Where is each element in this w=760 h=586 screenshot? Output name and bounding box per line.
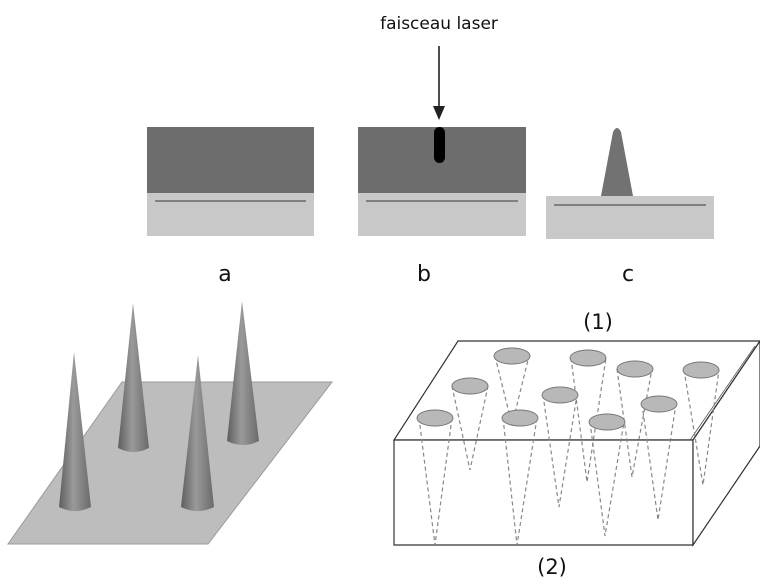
block-side-face [692, 339, 760, 547]
step-c-diagram [546, 128, 714, 239]
step-c-label: c [622, 262, 634, 287]
hole-openings [416, 347, 720, 431]
step-b-substrate [358, 193, 526, 236]
laser-mark [434, 127, 445, 163]
step-a-label: a [218, 262, 231, 287]
hole-opening [451, 377, 489, 395]
hole-cone [683, 369, 720, 486]
cone-front-right [181, 355, 214, 511]
laser-beam-label: faisceau laser [380, 14, 498, 34]
cone-back-left [118, 303, 149, 452]
hole-opening [682, 361, 720, 379]
hole-opening [616, 360, 654, 378]
block-top-edge-inner [689, 345, 756, 441]
step-a-substrate [147, 193, 314, 236]
step-a-diagram [147, 127, 314, 236]
hole-opening [640, 395, 678, 413]
bottom-face-label: (2) [537, 555, 567, 579]
hole-opening [588, 413, 626, 431]
cone-array-on-plate [7, 301, 334, 545]
hole-cone [451, 385, 489, 471]
hole-cone [418, 417, 453, 546]
hole-cone [502, 417, 538, 546]
step-b-label: b [417, 262, 431, 287]
cone-back-right [227, 301, 259, 445]
hole-opening [501, 409, 539, 427]
step-b-diagram: faisceau laser [358, 14, 526, 236]
step-c-substrate [546, 196, 714, 239]
hole-opening [541, 386, 579, 404]
block-front-face [393, 439, 694, 546]
laser-arrow-head [433, 106, 445, 120]
step-a-film-layer [147, 127, 314, 193]
top-face-label: (1) [583, 310, 613, 334]
hole-cone [589, 421, 625, 537]
hole-cone [542, 394, 578, 508]
hole-opening [569, 349, 607, 367]
hole-opening [416, 409, 454, 427]
hole-opening [493, 347, 531, 365]
base-plate [7, 381, 334, 545]
cone-front-left [59, 352, 91, 511]
perforated-block [392, 339, 760, 547]
step-c-cone [601, 128, 633, 196]
